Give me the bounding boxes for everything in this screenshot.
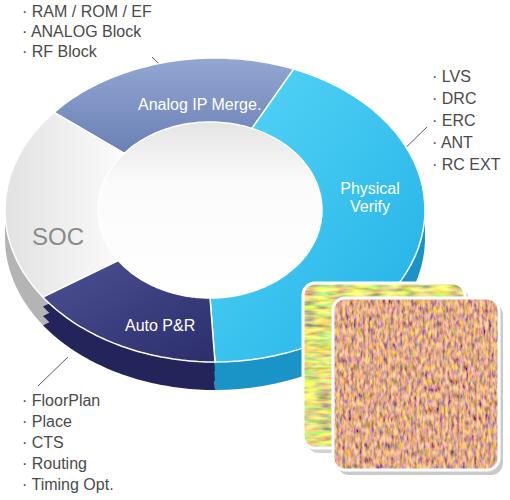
ring-hole bbox=[98, 122, 322, 298]
segment-face bbox=[43, 261, 215, 363]
list-item: · ANT bbox=[432, 133, 473, 153]
list-item: · ANALOG Block bbox=[22, 22, 141, 42]
list-item: · Routing bbox=[22, 454, 87, 474]
chip-layout-front bbox=[333, 298, 499, 470]
leader-line bbox=[395, 127, 427, 158]
list-item: · LVS bbox=[432, 67, 471, 87]
segment-face bbox=[5, 112, 124, 297]
leader-line bbox=[38, 357, 68, 386]
list-item: · Place bbox=[22, 412, 72, 432]
list-item: · ERC bbox=[432, 111, 476, 131]
segment-label: Auto P&R bbox=[125, 317, 195, 335]
list-item: · FloorPlan bbox=[22, 391, 100, 411]
segment-label: SOC bbox=[32, 223, 84, 251]
segment-face bbox=[54, 58, 294, 153]
list-item: · CTS bbox=[22, 433, 64, 453]
list-item: · DRC bbox=[432, 89, 476, 109]
list-item: · RAM / ROM / EF bbox=[22, 2, 152, 22]
list-item: · Timing Opt. bbox=[22, 475, 114, 495]
list-item: · RF Block bbox=[22, 42, 97, 62]
segment-label: Physical Verify bbox=[329, 180, 411, 217]
segment-label: Analog IP Merge. bbox=[138, 96, 261, 114]
list-item: · RC EXT bbox=[432, 155, 500, 175]
chip-border bbox=[333, 298, 499, 470]
leader-line bbox=[152, 57, 182, 86]
